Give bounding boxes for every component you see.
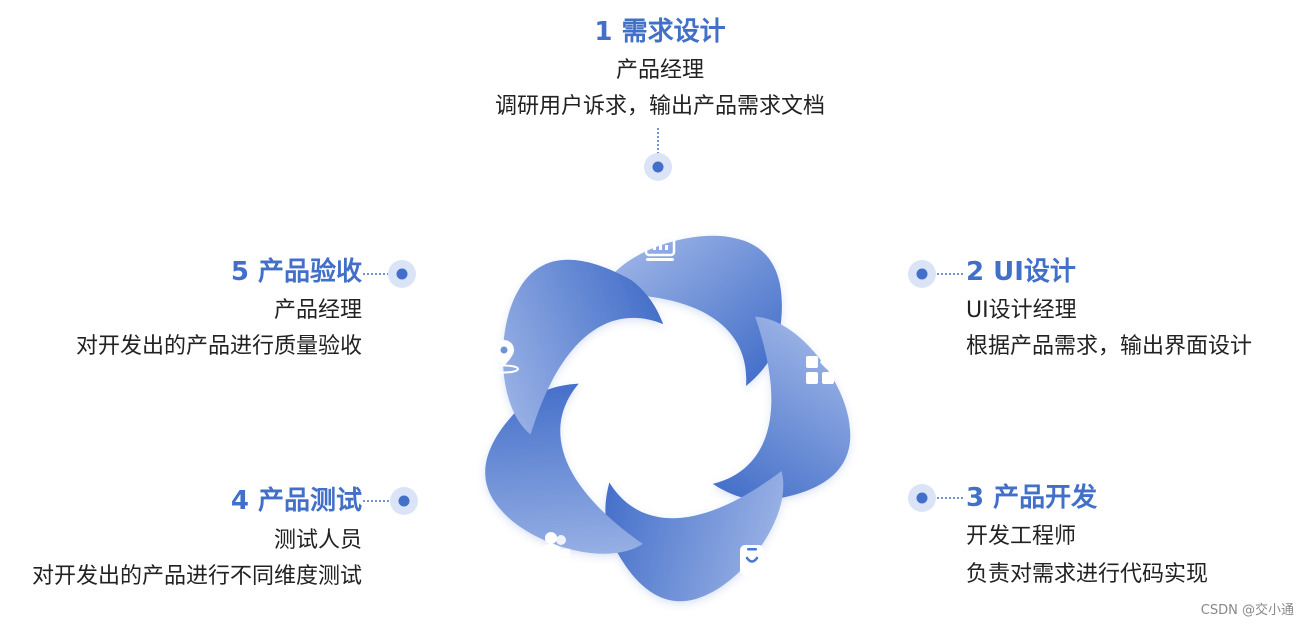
step-4-title: 4 产品测试 (60, 485, 362, 517)
step-5-title: 5 产品验收 (60, 256, 362, 288)
step-4-desc: 对开发出的产品进行不同维度测试 (0, 562, 362, 592)
step-2-role: UI设计经理 (966, 296, 1077, 326)
step-5-role: 产品经理 (60, 296, 362, 326)
step-2-desc: 根据产品需求，输出界面设计 (966, 332, 1252, 362)
step-3-title: 3 产品开发 (966, 482, 1097, 514)
step-3-desc: 负责对需求进行代码实现 (966, 560, 1208, 590)
watermark: CSDN @交小通 (1201, 599, 1294, 618)
step-3-role: 开发工程师 (966, 522, 1076, 552)
connector-3 (908, 484, 964, 512)
step-1-title: 1 需求设计 (560, 16, 760, 48)
step-2-title: 2 UI设计 (966, 256, 1076, 288)
step-1-role: 产品经理 (510, 56, 810, 86)
connector-5 (363, 260, 416, 288)
step-5-desc: 对开发出的产品进行质量验收 (0, 332, 362, 362)
step-1-desc: 调研用户诉求，输出产品需求文档 (440, 92, 880, 122)
connector-1 (644, 128, 672, 181)
phone-device-icon (740, 545, 764, 575)
connector-2 (908, 260, 964, 288)
step-4-role: 测试人员 (60, 526, 362, 556)
connector-4 (363, 487, 418, 515)
